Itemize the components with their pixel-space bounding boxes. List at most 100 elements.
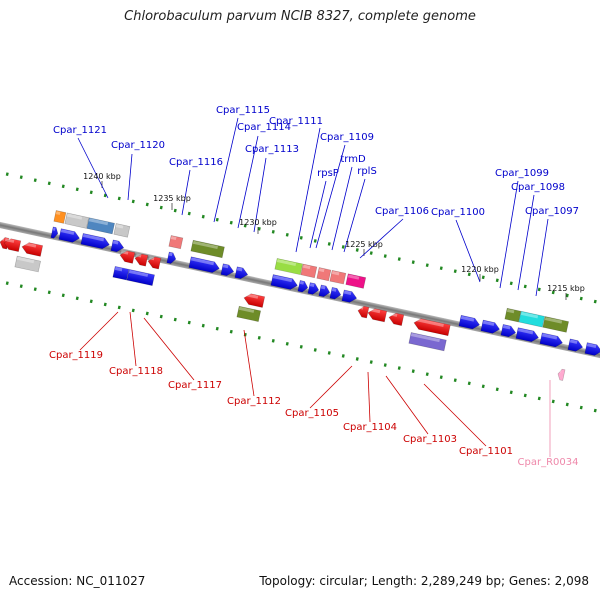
gene-highlight: [318, 268, 325, 273]
ruler-dot: [411, 369, 415, 373]
gene-shape: [542, 316, 569, 333]
gene-shape: [166, 251, 177, 264]
gene-arrow: [274, 258, 303, 276]
ruler-dot: [551, 399, 555, 404]
gene-arrow: [345, 273, 367, 289]
gene-highlight: [168, 252, 173, 257]
gene-highlight: [222, 264, 229, 269]
ruler-dot: [481, 275, 485, 280]
ruler-dot: [271, 229, 275, 234]
ruler-dot: [173, 317, 177, 322]
gene-arrow: [458, 314, 480, 330]
ruler-dot: [551, 290, 555, 295]
forward-gene-label: Cpar_1109: [320, 132, 374, 143]
ruler-dot: [159, 205, 163, 210]
gene-arrow: [504, 307, 522, 323]
gene-arrow: [270, 274, 298, 290]
gene-arrow: [166, 251, 177, 264]
ruler-dot: [201, 323, 205, 328]
gene-shape: [413, 318, 451, 337]
gene-shape: [188, 256, 220, 273]
ruler-dot: [117, 196, 121, 201]
forward-gene-leader-line: [331, 166, 353, 251]
kbp-tick-label: 1220 kbp: [461, 265, 499, 274]
gene-shape: [539, 332, 563, 348]
reverse-gene-leader-line: [367, 371, 371, 423]
gene-arrow: [134, 253, 149, 267]
reverse-gene-leader-line: [423, 383, 487, 447]
reverse-gene-leader-line: [309, 365, 353, 409]
forward-gene-label: Cpar_1099: [495, 168, 549, 179]
gene-highlight: [128, 269, 149, 277]
ruler-dot: [453, 378, 457, 383]
gene-shape: [297, 280, 309, 293]
gene-arrow: [80, 233, 110, 250]
forward-gene-leader-line: [359, 218, 404, 259]
gene-shape: [274, 258, 303, 276]
forward-gene-leader-line: [309, 180, 327, 249]
ruler-dot: [537, 396, 541, 401]
gene-arrow: [53, 210, 67, 224]
ruler-dot: [425, 372, 429, 376]
forward-gene-leader-line: [127, 153, 133, 201]
gene-shape: [388, 312, 405, 326]
gene-highlight: [331, 287, 337, 292]
kbp-tick-label: 1240 kbp: [83, 172, 121, 181]
ruler-dot: [117, 305, 121, 310]
gene-highlight: [88, 218, 109, 226]
ruler-dot: [187, 211, 191, 216]
reverse-gene-label: Cpar_1117: [168, 380, 222, 391]
gene-shape: [64, 212, 90, 229]
gene-highlight: [190, 257, 215, 266]
gene-arrow: [50, 226, 59, 239]
gene-shape: [21, 242, 44, 257]
reverse-gene-leader-line: [385, 375, 429, 435]
ruler-dot: [75, 187, 79, 192]
ruler-dot: [313, 239, 317, 243]
kbp-tick-label: 1225 kbp: [345, 240, 383, 249]
ruler-dot: [355, 357, 359, 361]
gene-arrow: [316, 267, 332, 282]
ruler-dot: [397, 366, 401, 370]
forward-gene-label: Cpar_1114: [237, 122, 291, 133]
forward-gene-leader-line: [315, 144, 346, 249]
gene-shape: [518, 310, 545, 328]
gene-highlight: [586, 343, 597, 349]
ruler-dot: [495, 387, 499, 392]
ruler-dot: [523, 284, 527, 289]
gene-highlight: [331, 270, 340, 276]
ruler-upper: [5, 172, 597, 304]
forward-gene-label: rplS: [357, 166, 377, 177]
ruler-dot: [173, 208, 177, 213]
gene-shape: [408, 332, 447, 352]
gene-arrow: [341, 289, 358, 303]
ruler-dot: [19, 284, 23, 289]
ruler-dot: [89, 190, 93, 195]
gene-arrow: [408, 332, 447, 352]
forward-gene-label: Cpar_1121: [53, 125, 107, 136]
gene-arrow: [234, 266, 249, 280]
gene-arrow: [86, 217, 115, 235]
ruler-dot: [61, 184, 65, 189]
gene-shape: [119, 250, 136, 264]
gene-shape: [147, 256, 162, 270]
forward-gene-label: Cpar_1097: [525, 206, 579, 217]
gene-shape: [584, 342, 600, 356]
gene-highlight: [302, 264, 311, 270]
gene-arrow: [500, 324, 517, 338]
kbp-tick-label: 1230 kbp: [239, 218, 277, 227]
gene-arrow: [188, 256, 220, 273]
ruler-dot: [285, 342, 289, 346]
gene-shape: [341, 289, 358, 303]
gene-highlight: [148, 256, 155, 261]
gene-arrow: [21, 241, 44, 257]
gene-highlight: [502, 324, 511, 330]
ruler-dot: [439, 266, 443, 271]
gene-highlight: [22, 241, 37, 248]
gene-arrow: [58, 228, 80, 243]
gene-highlight: [0, 237, 5, 241]
forward-gene-leader-line: [517, 194, 535, 291]
forward-gene-label: Cpar_1098: [511, 182, 565, 193]
forward-gene-label: rpsP: [317, 168, 339, 179]
